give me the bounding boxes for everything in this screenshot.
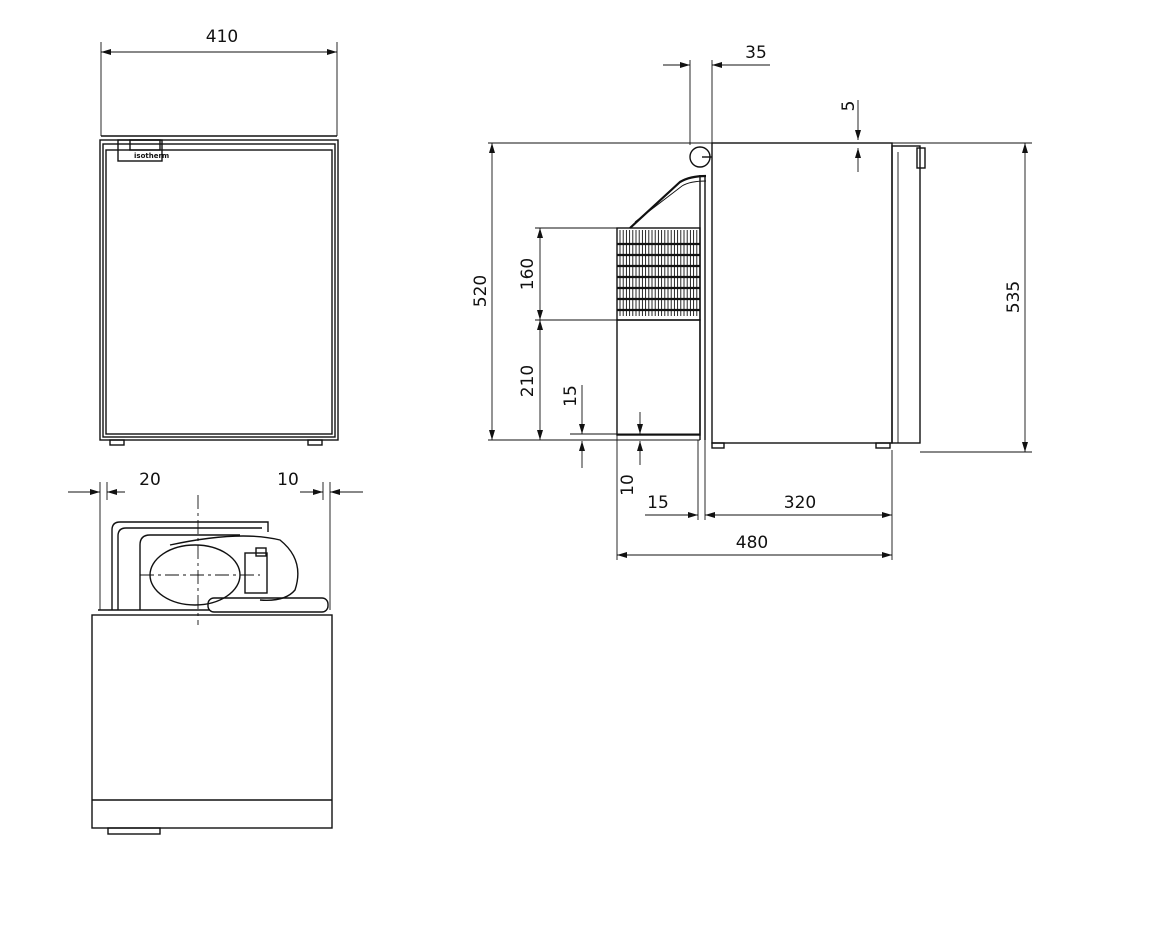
right-clearance-label: 10 <box>277 470 299 490</box>
body-depth-label: 320 <box>784 493 816 513</box>
total-depth-label: 480 <box>736 533 768 553</box>
door-handle-logo: isotherm <box>117 139 169 162</box>
width-label: 410 <box>206 27 238 47</box>
compressor-unit <box>111 495 329 625</box>
total-height-label: 535 <box>1004 281 1024 313</box>
bottom-offset-label: 15 <box>561 385 581 407</box>
top-gap-label: 5 <box>839 101 859 112</box>
cabinet-top-outline <box>91 614 333 829</box>
top-view: 20 10 <box>68 470 363 835</box>
condenser <box>616 174 707 436</box>
front-view: 410 isotherm <box>99 27 339 446</box>
base-gap-label: 10 <box>618 474 638 496</box>
door-side-outline <box>891 145 921 444</box>
door-outline <box>99 139 339 441</box>
hinge-offset-label: 35 <box>745 43 767 63</box>
lower-height-label: 210 <box>518 365 538 397</box>
cabinet-side-outline <box>711 142 893 444</box>
left-clearance-label: 20 <box>139 470 161 490</box>
logo-text: isotherm <box>134 152 169 160</box>
condenser-height-label: 160 <box>518 258 538 290</box>
side-view: 35 5 520 535 160 210 15 10 <box>471 43 1032 560</box>
body-height-label: 520 <box>471 275 491 307</box>
rear-gap-label: 15 <box>647 493 669 513</box>
